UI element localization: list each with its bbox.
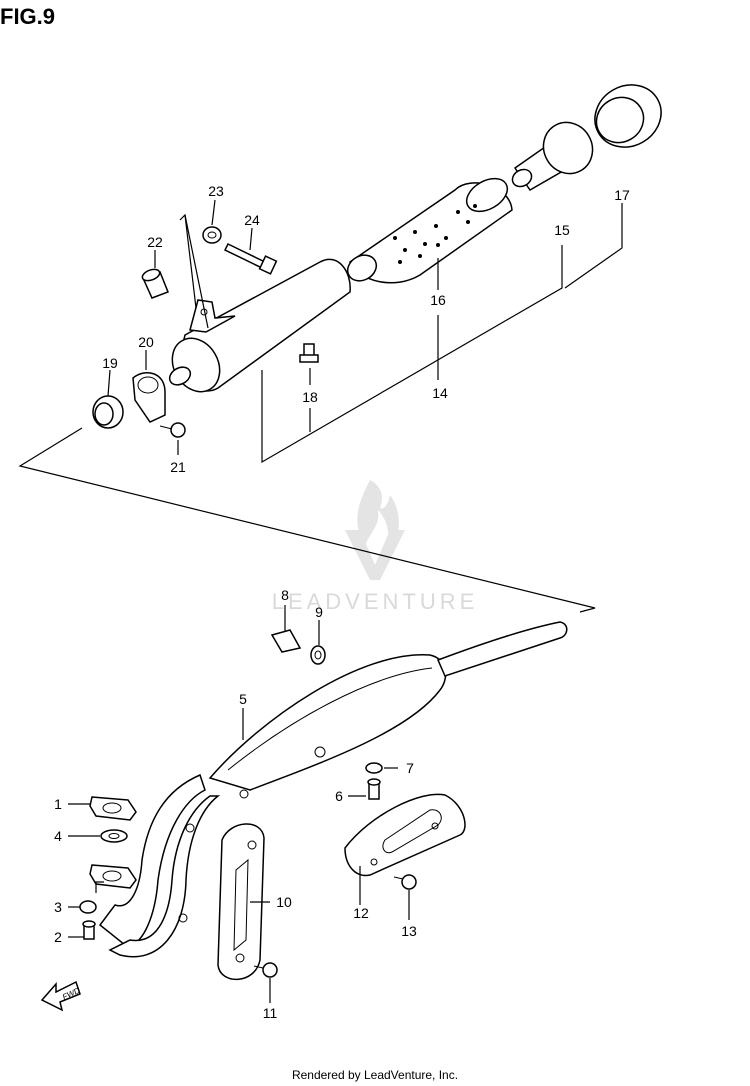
part-label-20: 20 — [138, 334, 154, 350]
leadventure-watermark: LEADVENTURE — [272, 480, 479, 614]
muffler-assembly — [92, 84, 662, 438]
part-label-1: 1 — [54, 796, 62, 812]
part-label-4: 4 — [54, 828, 62, 844]
lower-leader-lines — [68, 605, 410, 1003]
part-label-14: 14 — [432, 385, 448, 401]
part-label-15: 15 — [554, 222, 570, 238]
part-label-6: 6 — [335, 788, 343, 804]
part-label-21: 21 — [170, 459, 186, 475]
part-label-17: 17 — [614, 187, 630, 203]
upper-leader-lines — [18, 199, 623, 613]
part-label-22: 22 — [147, 234, 163, 250]
part-label-9: 9 — [315, 604, 323, 620]
footer-credit: Rendered by LeadVenture, Inc. — [291, 1068, 459, 1082]
part-label-18: 18 — [302, 389, 318, 405]
part-label-5: 5 — [239, 691, 247, 707]
part-label-8: 8 — [281, 587, 289, 603]
part-label-10: 10 — [276, 894, 292, 910]
part-label-2: 2 — [54, 929, 62, 945]
part-label-23: 23 — [208, 183, 224, 199]
exhaust-pipe-assembly: FWD — [40, 621, 568, 1012]
part-label-3: 3 — [54, 899, 62, 915]
figure-title: FIG.9 — [0, 4, 56, 29]
part-label-16: 16 — [430, 292, 446, 308]
part-label-12: 12 — [353, 905, 369, 921]
part-label-11: 11 — [263, 1005, 278, 1021]
part-label-19: 19 — [102, 355, 118, 371]
part-label-13: 13 — [401, 923, 417, 939]
part-label-24: 24 — [244, 212, 260, 228]
watermark-text: LEADVENTURE — [272, 589, 479, 614]
part-number-labels: 17 15 16 14 18 19 20 21 22 23 24 8 9 5 7… — [54, 183, 630, 1021]
part-label-7: 7 — [406, 760, 414, 776]
